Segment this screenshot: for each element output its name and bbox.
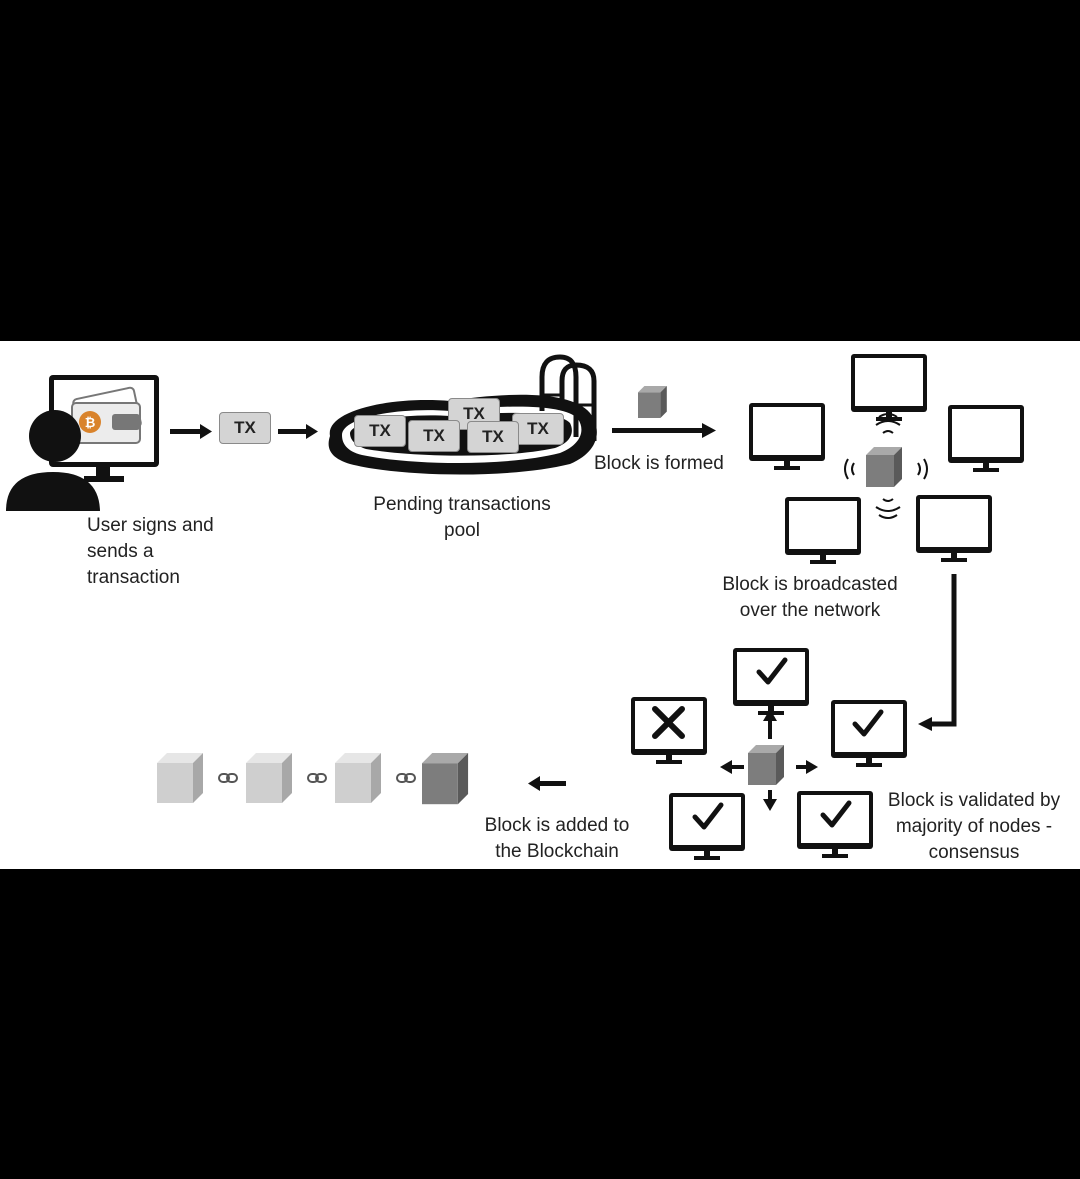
validation-arrows: [720, 709, 818, 811]
pool-transaction-token: TX: [467, 421, 519, 453]
network-monitor-icon: [851, 354, 927, 421]
wifi-signal-icon: [844, 413, 928, 519]
network-to-validation-arrow: [918, 574, 957, 731]
network-monitor-icon: [948, 405, 1024, 472]
transaction-token: TX: [219, 412, 271, 444]
formed-block-cube-icon: [638, 386, 667, 418]
diagram-canvas: ₿: [0, 341, 1080, 869]
wallet-icon: ₿: [71, 386, 142, 444]
broadcast-block-cube-icon: [866, 447, 902, 487]
validated-step-label: Block is validated by majority of nodes …: [887, 790, 1061, 863]
x-mark-icon: [652, 706, 685, 739]
user-step-label: User signs and sends a transaction: [87, 515, 214, 588]
chain-block-cube-icon: [157, 753, 203, 803]
pool-step-label: Pending transactions pool: [373, 494, 551, 541]
network-monitor-icon: [785, 497, 861, 564]
chain-link-icon: [218, 773, 238, 783]
chain-link-icon: [307, 773, 327, 783]
formed-step-label: Block is formed: [594, 453, 724, 474]
network-monitor-icon: [749, 403, 825, 470]
pool-transaction-token: TX: [354, 415, 406, 447]
person-icon: [6, 410, 100, 511]
added-step-label: Block is added to the Blockchain: [484, 815, 630, 862]
blockchain: [157, 753, 469, 805]
pool-transaction-token: TX: [512, 413, 564, 445]
svg-text:₿: ₿: [85, 415, 96, 430]
chain-block-cube-icon: [335, 753, 381, 803]
chain-link-icon: [396, 773, 416, 783]
flow-arrows-row1: [170, 423, 716, 439]
validator-monitor-icon: [631, 697, 707, 764]
new-block-cube-icon: [422, 753, 469, 805]
pool-transaction-token: TX: [408, 420, 460, 452]
validation-block-cube-icon: [748, 745, 784, 785]
chain-block-cube-icon: [246, 753, 292, 803]
broadcast-step-label: Block is broadcasted over the network: [722, 574, 898, 621]
add-to-chain-arrow: [528, 776, 566, 791]
validator-monitor-icon: [831, 700, 907, 767]
network-monitor-icon: [916, 495, 992, 562]
